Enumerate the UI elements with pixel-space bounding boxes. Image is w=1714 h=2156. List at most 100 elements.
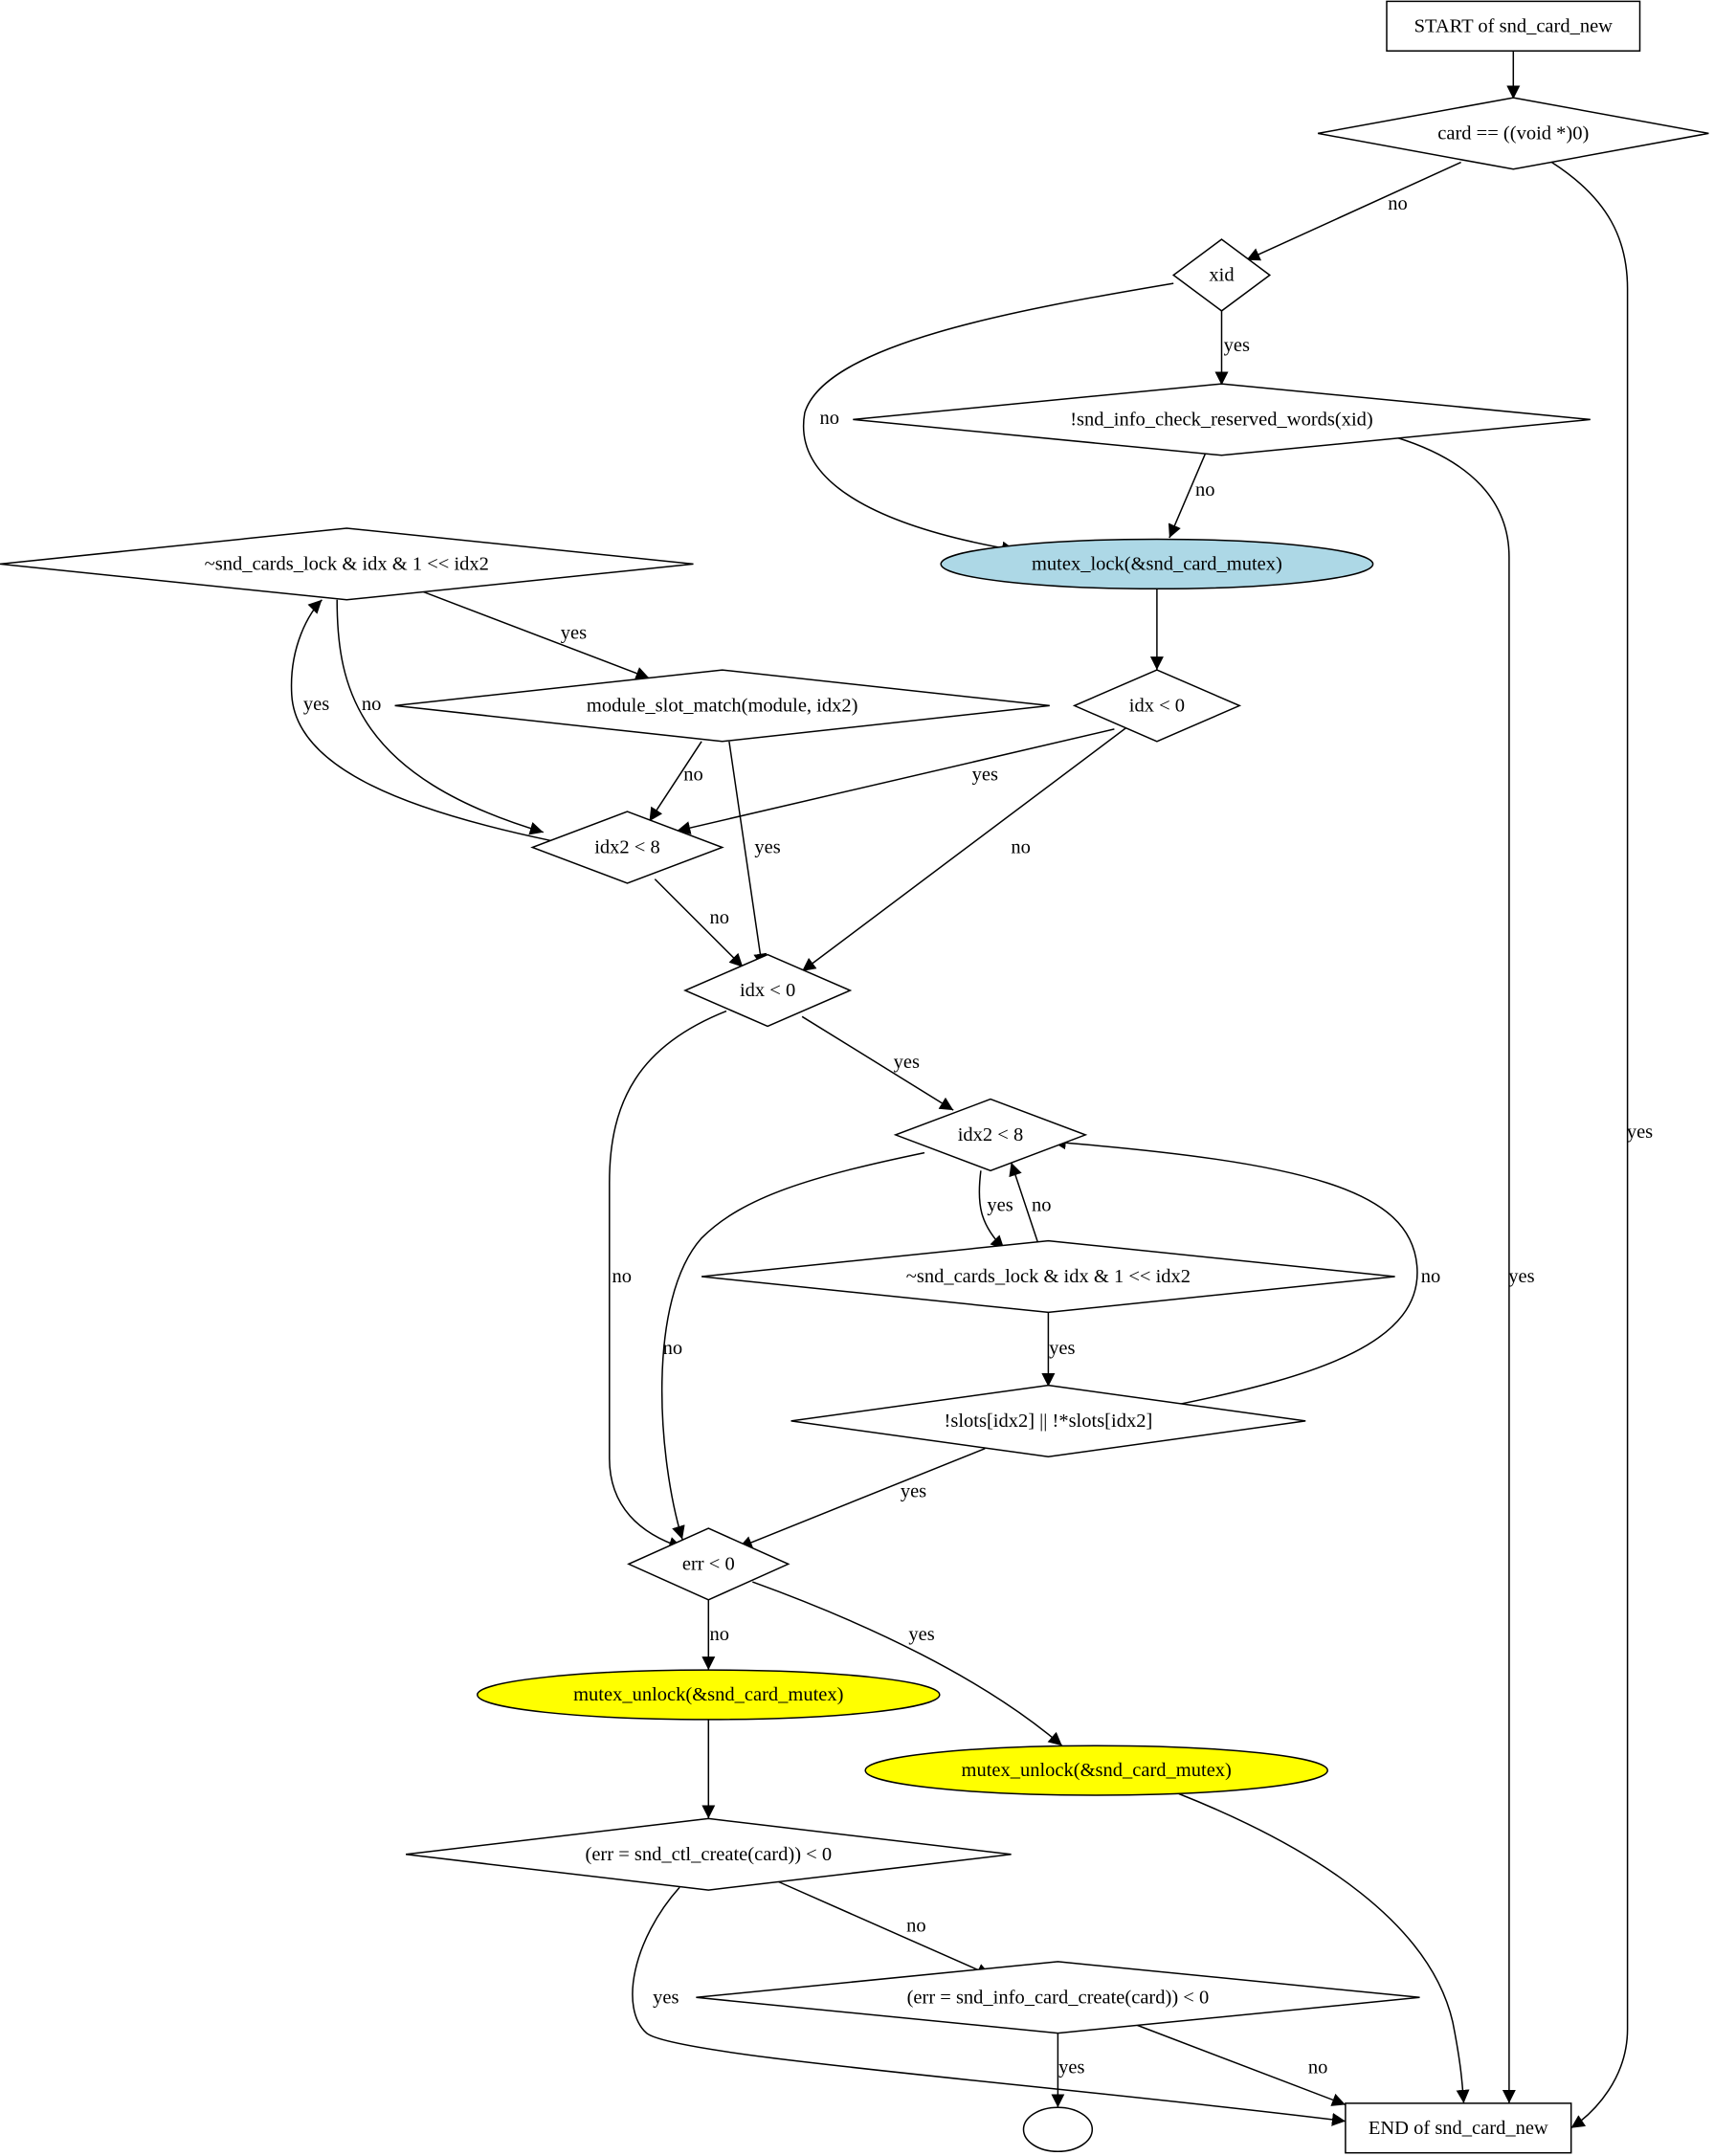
action-ellipse: [940, 538, 1374, 590]
decision-diamond: [394, 669, 1050, 743]
edge-label-no: no: [1032, 1194, 1052, 1215]
edge-label-yes: yes: [987, 1194, 1013, 1215]
node-label: idx < 0: [740, 980, 795, 1001]
node-label: !snd_info_check_reserved_words(xid): [1070, 409, 1373, 430]
node-label: (err = snd_info_card_create(card)) < 0: [907, 1987, 1210, 2008]
edge-card_null-to-end: [1551, 161, 1629, 2129]
decision-diamond: [683, 953, 853, 1028]
decision-diamond: [790, 1384, 1306, 1458]
edge-slots_cond-to-idx2_lt8_b: [1052, 1136, 1418, 1406]
node-label: END of snd_card_new: [1369, 2118, 1548, 2139]
node-xid: xid: [1171, 238, 1272, 312]
edge-label-yes: yes: [754, 837, 780, 858]
edge-idx2_lt8_a-to-lock_cond_a: [290, 599, 551, 842]
process-box: [1386, 0, 1641, 52]
edge-label-no: no: [710, 1624, 730, 1645]
edge-label-no: no: [362, 694, 382, 715]
node-card-null: card == ((void *)0): [1317, 97, 1709, 170]
node-idx2-lt8-a: idx2 < 8: [530, 811, 724, 884]
edge-slot_match-to-idx_lt0_b: [728, 741, 768, 967]
decision-diamond: [853, 383, 1591, 456]
node-label: module_slot_match(module, idx2): [587, 695, 858, 716]
edge-label-no: no: [1011, 837, 1031, 858]
terminal-ellipse: [1022, 2106, 1094, 2153]
action-ellipse: [477, 1669, 941, 1721]
node-reserved-words: !snd_info_check_reserved_words(xid): [853, 383, 1591, 456]
edge-card_null-to-xid: [1246, 161, 1461, 261]
edge-reserved_words-to-end: [1395, 436, 1516, 2103]
edge-idx2_lt8_b-to-lock_cond_b: [978, 1170, 1005, 1250]
edge-label-no: no: [1308, 2057, 1328, 2078]
edge-lock_cond_a-to-idx2_lt8_a: [336, 599, 545, 835]
edge-lock_cond_a-to-slot_match: [422, 590, 650, 680]
edge-label-no: no: [1195, 479, 1215, 500]
edge-label-yes: yes: [972, 764, 998, 785]
node-slot-match: module_slot_match(module, idx2): [394, 669, 1050, 743]
edge-label-yes: yes: [1058, 2057, 1084, 2078]
process-box: [1345, 2102, 1572, 2154]
node-end: END of snd_card_new: [1345, 2102, 1572, 2154]
edge-idx2_lt8_a-to-idx_lt0_b: [654, 878, 744, 968]
decision-diamond: [1171, 238, 1272, 312]
node-unlock-a: mutex_unlock(&snd_card_mutex): [477, 1669, 941, 1721]
node-ctl-create: (err = snd_ctl_create(card)) < 0: [406, 1817, 1012, 1891]
edge-label-yes: yes: [1508, 1266, 1534, 1287]
edge-idx2_lt8_b-to-err_lt0: [660, 1151, 925, 1540]
node-label: ~snd_cards_lock & idx & 1 << idx2: [205, 553, 489, 574]
decision-diamond: [1072, 669, 1242, 743]
edge-slots_cond-to-err_lt0: [738, 1448, 986, 1549]
node-label: (err = snd_ctl_create(card)) < 0: [586, 1844, 833, 1865]
edge-label-yes: yes: [303, 694, 329, 715]
node-err-lt0: err < 0: [627, 1527, 790, 1601]
edge-idx_lt0_b-to-err_lt0: [609, 1010, 727, 1550]
decision-diamond: [1317, 97, 1709, 170]
node-idx-lt0-a: idx < 0: [1072, 669, 1242, 743]
edge-reserved_words-to-mutex_lock: [1168, 454, 1206, 539]
edge-label-no: no: [663, 1338, 683, 1359]
edge-label-no: no: [1388, 193, 1408, 214]
decision-diamond: [0, 527, 694, 601]
edge-label-yes: yes: [908, 1624, 934, 1645]
edge-label-no: no: [683, 764, 703, 785]
node-label: idx2 < 8: [958, 1124, 1024, 1145]
edge-ctl_create-to-end: [632, 1886, 1346, 2126]
edge-label-yes: yes: [1627, 1122, 1653, 1143]
edge-label-yes: yes: [894, 1052, 920, 1073]
node-label: xid: [1209, 265, 1234, 286]
edge-idx_lt0_b-to-idx2_lt8_b: [801, 1015, 954, 1111]
node-unlock-b: mutex_unlock(&snd_card_mutex): [864, 1745, 1328, 1796]
node-lock-cond-a: ~snd_cards_lock & idx & 1 << idx2: [0, 527, 694, 601]
edge-idx_lt0_a-to-idx_lt0_b: [801, 725, 1129, 972]
edge-info_card_create-to-end: [1136, 2024, 1347, 2106]
edge-label-no: no: [820, 408, 840, 429]
node-label: mutex_lock(&snd_card_mutex): [1032, 553, 1282, 574]
node-mutex-lock: mutex_lock(&snd_card_mutex): [940, 538, 1374, 590]
edge-lock_cond_b-to-idx2_lt8_b: [1009, 1162, 1040, 1246]
edge-idx_lt0_a-to-idx2_lt8_a: [677, 728, 1115, 834]
node-label: card == ((void *)0): [1437, 122, 1589, 144]
node-label: ~snd_cards_lock & idx & 1 << idx2: [906, 1266, 1191, 1287]
node-label: err < 0: [682, 1553, 735, 1574]
edge-label-no: no: [710, 907, 730, 928]
decision-diamond: [701, 1239, 1395, 1314]
node-label: mutex_unlock(&snd_card_mutex): [573, 1684, 843, 1705]
edge-label-no: no: [612, 1266, 633, 1287]
node-slots-cond: !slots[idx2] || !*slots[idx2]: [790, 1384, 1306, 1458]
edge-label-no: no: [1421, 1266, 1441, 1287]
edge-label-yes: yes: [901, 1480, 926, 1501]
edge-slot_match-to-idx2_lt8_a: [648, 741, 702, 822]
node-label: idx < 0: [1129, 695, 1185, 716]
decision-diamond: [696, 1961, 1420, 2034]
decision-diamond: [893, 1098, 1088, 1172]
edge-label-yes: yes: [1224, 335, 1250, 356]
edge-label-yes: yes: [1049, 1338, 1075, 1359]
decision-diamond: [530, 811, 724, 884]
node-label: idx2 < 8: [594, 837, 660, 858]
node-sink: [1022, 2106, 1094, 2153]
edge-label-yes: yes: [561, 622, 587, 643]
edge-label-no: no: [906, 1916, 926, 1937]
edge-unlock_b-to-end: [1178, 1792, 1470, 2103]
node-label: START of snd_card_new: [1414, 15, 1614, 36]
